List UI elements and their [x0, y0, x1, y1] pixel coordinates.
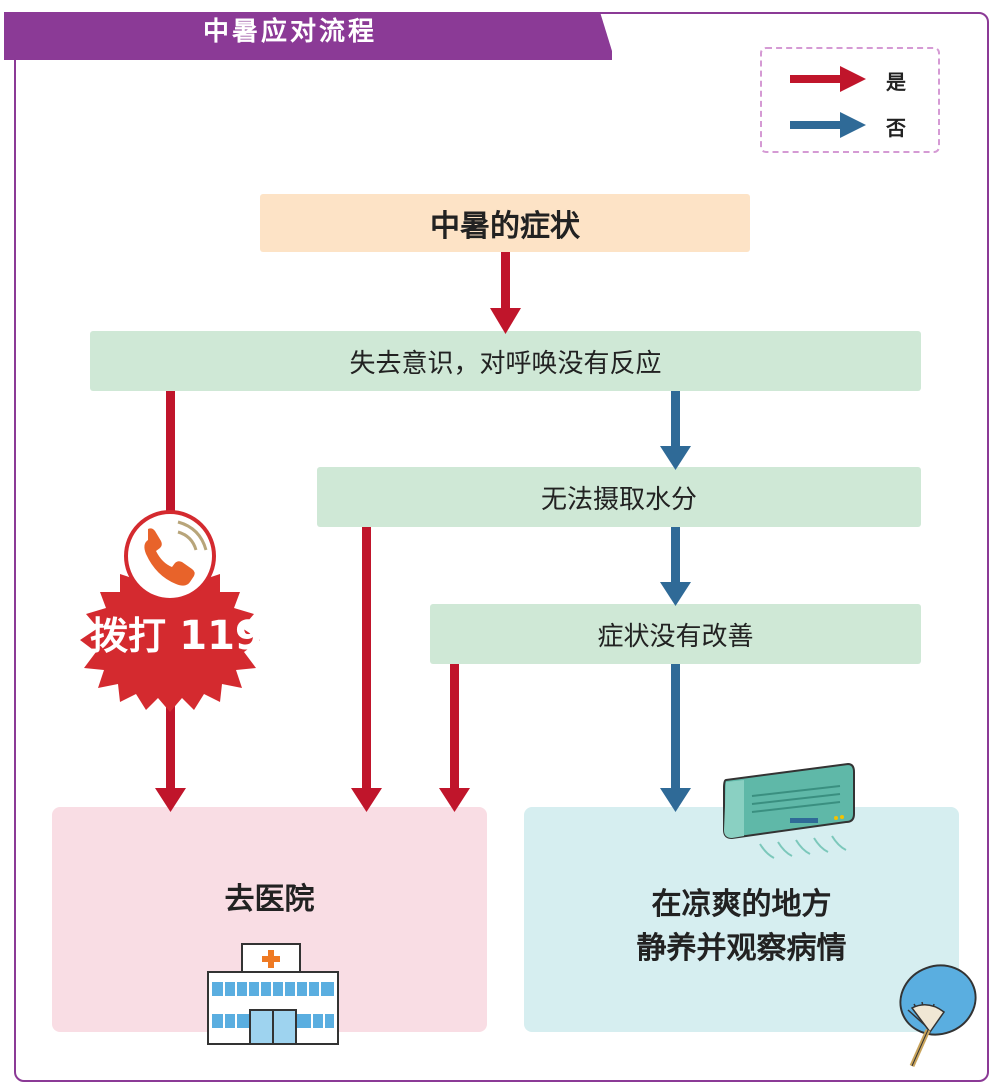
- arrow-start-to-step1: [490, 252, 521, 334]
- arrow-step3-to-hospital: [439, 664, 470, 812]
- outcome-rest-box: [524, 807, 959, 1032]
- arrow-step2-to-step3: [660, 527, 691, 606]
- outcome-hospital-label: 去医院: [224, 882, 315, 917]
- starburst-shape: [80, 556, 260, 712]
- outcome-rest-line1: 在凉爽的地方: [651, 887, 832, 922]
- page-title: 中暑应对流程: [202, 17, 377, 47]
- outcome-rest-label: 在凉爽的地方 静养并观察病情: [524, 883, 959, 971]
- call-119-text: 拨打 119: [90, 605, 263, 660]
- outcome-rest-line2: 静养并观察病情: [636, 931, 847, 966]
- start-node: 中暑的症状: [260, 194, 750, 252]
- legend-no-arrow: [790, 112, 866, 138]
- arrow-step1-to-step2: [660, 391, 691, 470]
- legend-yes-label: 是: [886, 70, 906, 94]
- legend-no-label: 否: [886, 116, 906, 140]
- step-cannot-drink: 无法摄取水分: [317, 467, 921, 527]
- call-label: 拨打: [90, 614, 167, 658]
- arrow-step2-to-hospital: [351, 527, 382, 812]
- step-unconscious: 失去意识，对呼唤没有反应: [90, 331, 921, 391]
- legend: [760, 47, 940, 153]
- call-number: 119: [179, 613, 263, 659]
- phone-icon: [144, 520, 208, 586]
- legend-yes-arrow: [790, 66, 866, 92]
- step-no-improvement: 症状没有改善: [430, 604, 921, 664]
- arrow-step3-to-rest: [660, 664, 691, 812]
- title-banner: [4, 12, 612, 60]
